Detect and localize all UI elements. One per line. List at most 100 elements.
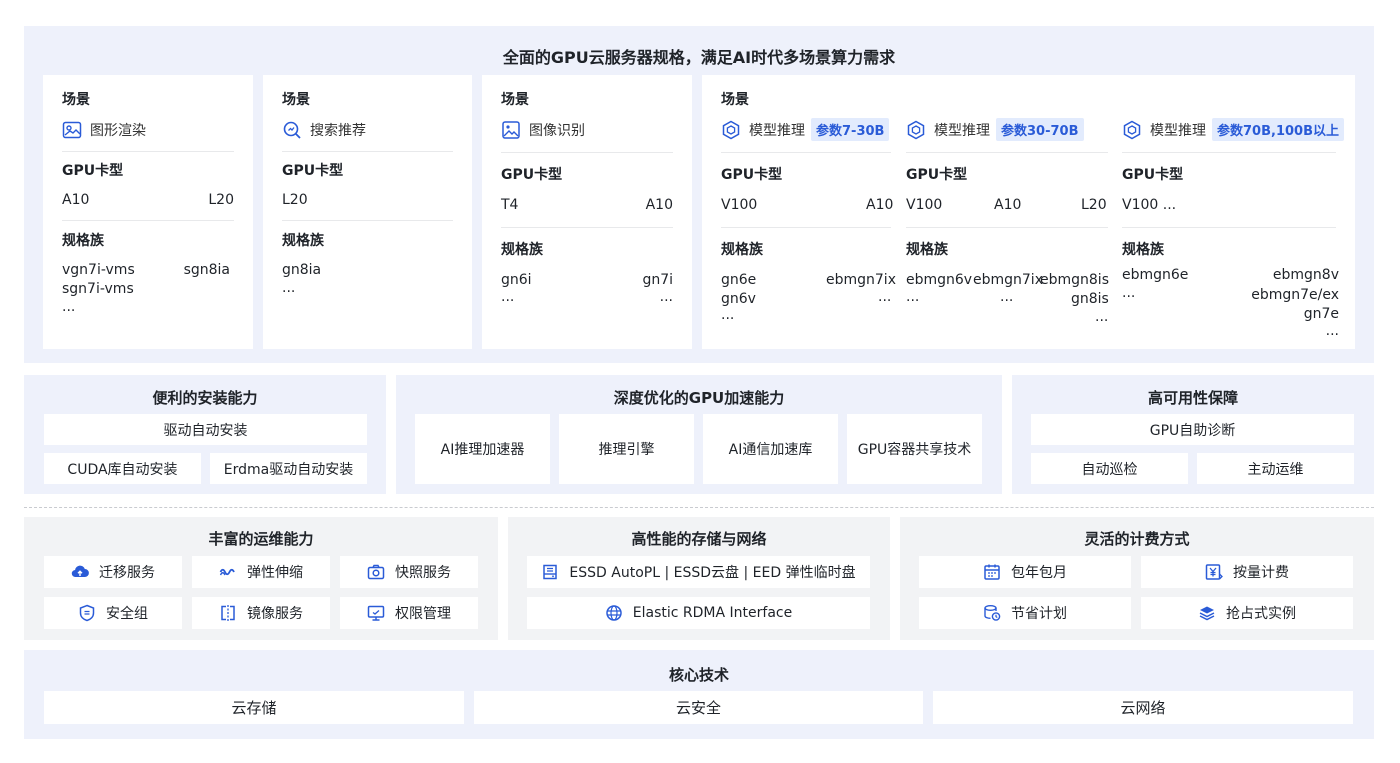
- gpu-label: GPU卡型: [282, 163, 344, 179]
- image-icon: [501, 120, 521, 140]
- gpu-value: L20: [208, 192, 234, 208]
- security-group-box: 安全组: [44, 597, 182, 629]
- scene-label: 场景: [721, 92, 749, 108]
- savings-plan-box: 节省计划: [919, 597, 1131, 629]
- panel-title: 深度优化的GPU加速能力: [613, 389, 785, 407]
- rdma-interface-box: Elastic RDMA Interface: [527, 597, 870, 629]
- spec-label: 规格族: [501, 242, 543, 258]
- mirror-icon: [219, 604, 237, 622]
- cube-icon: [906, 120, 926, 140]
- item-label: 抢占式实例: [1226, 606, 1296, 622]
- auto-inspection-box: 自动巡检: [1031, 453, 1188, 484]
- scene-label: 场景: [282, 92, 310, 108]
- spec-value: gn7i: [642, 272, 673, 288]
- gpu-container-share-box: GPU容器共享技术: [847, 414, 982, 484]
- spec-value: ebmgn7ix: [973, 272, 1043, 288]
- gpu-value: A10: [866, 197, 894, 213]
- core-tech-panel: 核心技术 云存储 云安全 云网络: [24, 650, 1374, 739]
- item-label: 安全组: [106, 606, 148, 622]
- param-tag: 参数30-70B: [996, 118, 1084, 141]
- scene-name: 图形渲染: [90, 123, 146, 139]
- scene-row: 搜索推荐: [282, 120, 366, 140]
- ops-panel: 丰富的运维能力 迁移服务 弹性伸缩 快照服务 安全组 镜像服务 权限管理: [24, 517, 498, 640]
- spec-value: ebmgn7e/ex: [1251, 287, 1339, 303]
- gpu-label: GPU卡型: [1122, 167, 1184, 183]
- gpu-label: GPU卡型: [906, 167, 968, 183]
- spec-label: 规格族: [282, 233, 324, 249]
- inference-engine-box: 推理引擎: [559, 414, 694, 484]
- cloud-network-box: 云网络: [933, 691, 1353, 724]
- server-stack-icon: [1198, 604, 1216, 622]
- panel-title: 核心技术: [668, 666, 729, 684]
- scene-name: 模型推理: [934, 122, 990, 139]
- panel-title: 全面的GPU云服务器规格，满足AI时代多场景算力需求: [502, 48, 896, 67]
- item-label: 弹性伸缩: [247, 565, 303, 581]
- scene-row: 模型推理 参数7-30B: [721, 118, 890, 141]
- scene-label: 场景: [62, 92, 90, 108]
- spec-value: gn6v: [721, 291, 756, 307]
- scene-row: 模型推理 参数70B,100B以上: [1122, 118, 1344, 141]
- spec-label: 规格族: [906, 242, 948, 258]
- item-label: 迁移服务: [99, 565, 155, 581]
- image-render-icon: [62, 120, 82, 140]
- spec-value: ...: [1122, 285, 1136, 301]
- proactive-ops-box: 主动运维: [1197, 453, 1354, 484]
- spec-value: gn7e: [1303, 306, 1339, 322]
- spec-value: gn6i: [501, 272, 532, 288]
- gpu-value: A10: [994, 197, 1022, 213]
- spec-value: ...: [501, 289, 515, 305]
- image-service-box: 镜像服务: [192, 597, 330, 629]
- scene-name: 模型推理: [749, 122, 805, 139]
- item-label: ESSD AutoPL | ESSD云盘 | EED 弹性临时盘: [569, 565, 856, 581]
- cuda-install-box: CUDA库自动安装: [44, 453, 201, 484]
- spec-label: 规格族: [1122, 242, 1164, 258]
- cube-icon: [721, 120, 741, 140]
- gpu-label: GPU卡型: [721, 167, 783, 183]
- install-panel: 便利的安装能力 驱动自动安装 CUDA库自动安装 Erdma驱动自动安装: [24, 375, 386, 494]
- spec-value: gn6e: [721, 272, 757, 288]
- driver-install-box: 驱动自动安装: [44, 414, 367, 445]
- database-clock-icon: [983, 604, 1001, 622]
- scene-card-rendering: 场景 图形渲染 GPU卡型 A10 L20 规格族 vgn7i-vms sgn8…: [43, 75, 253, 349]
- item-label: 节省计划: [1011, 606, 1067, 622]
- scene-card-model-inference: 场景 模型推理 参数7-30B GPU卡型 V100 A10 规格族 gn6e …: [702, 75, 1355, 349]
- monitor-icon: [367, 604, 385, 622]
- spec-value: gn8is: [1071, 291, 1109, 307]
- erdma-install-box: Erdma驱动自动安装: [210, 453, 367, 484]
- item-label: 包年包月: [1011, 565, 1067, 581]
- spec-value: ...: [62, 299, 76, 315]
- scene-card-image-recognition: 场景 图像识别 GPU卡型 T4 A10 规格族 gn6i gn7i ... .…: [482, 75, 692, 349]
- scene-card-search: 场景 搜索推荐 GPU卡型 L20 规格族 gn8ia ...: [263, 75, 472, 349]
- disk-icon: [541, 563, 559, 581]
- gpu-value: V100 ...: [1122, 197, 1177, 213]
- spec-value: ...: [282, 280, 296, 296]
- cloud-storage-box: 云存储: [44, 691, 464, 724]
- subscription-box: 包年包月: [919, 556, 1131, 588]
- auto-scaling-box: 弹性伸缩: [192, 556, 330, 588]
- search-recommend-icon: [282, 120, 302, 140]
- spec-value: ...: [878, 289, 892, 305]
- gpu-value: V100: [721, 197, 758, 213]
- shield-icon: [78, 604, 96, 622]
- panel-title: 灵活的计费方式: [1084, 530, 1190, 548]
- high-availability-panel: 高可用性保障 GPU自助诊断 自动巡检 主动运维: [1012, 375, 1374, 494]
- item-label: 按量计费: [1233, 565, 1289, 581]
- item-label: Elastic RDMA Interface: [632, 605, 793, 621]
- scene-row: 模型推理 参数30-70B: [906, 118, 1084, 141]
- permission-management-box: 权限管理: [340, 597, 478, 629]
- item-label: 权限管理: [395, 606, 451, 622]
- cube-icon: [1122, 120, 1142, 140]
- gpu-value: A10: [62, 192, 90, 208]
- pay-as-you-go-box: 按量计费: [1141, 556, 1353, 588]
- scene-row: 图形渲染: [62, 120, 146, 140]
- spec-value: ebmgn8is: [1040, 272, 1109, 288]
- spec-value: vgn7i-vms: [62, 262, 135, 278]
- spec-label: 规格族: [62, 233, 104, 249]
- gpu-label: GPU卡型: [501, 167, 563, 183]
- gpu-value: T4: [501, 197, 519, 213]
- gpu-value: A10: [645, 197, 673, 213]
- spec-value: gn8ia: [282, 262, 322, 278]
- param-tag: 参数7-30B: [811, 118, 890, 141]
- scene-name: 搜索推荐: [310, 123, 366, 139]
- panel-title: 便利的安装能力: [152, 389, 258, 407]
